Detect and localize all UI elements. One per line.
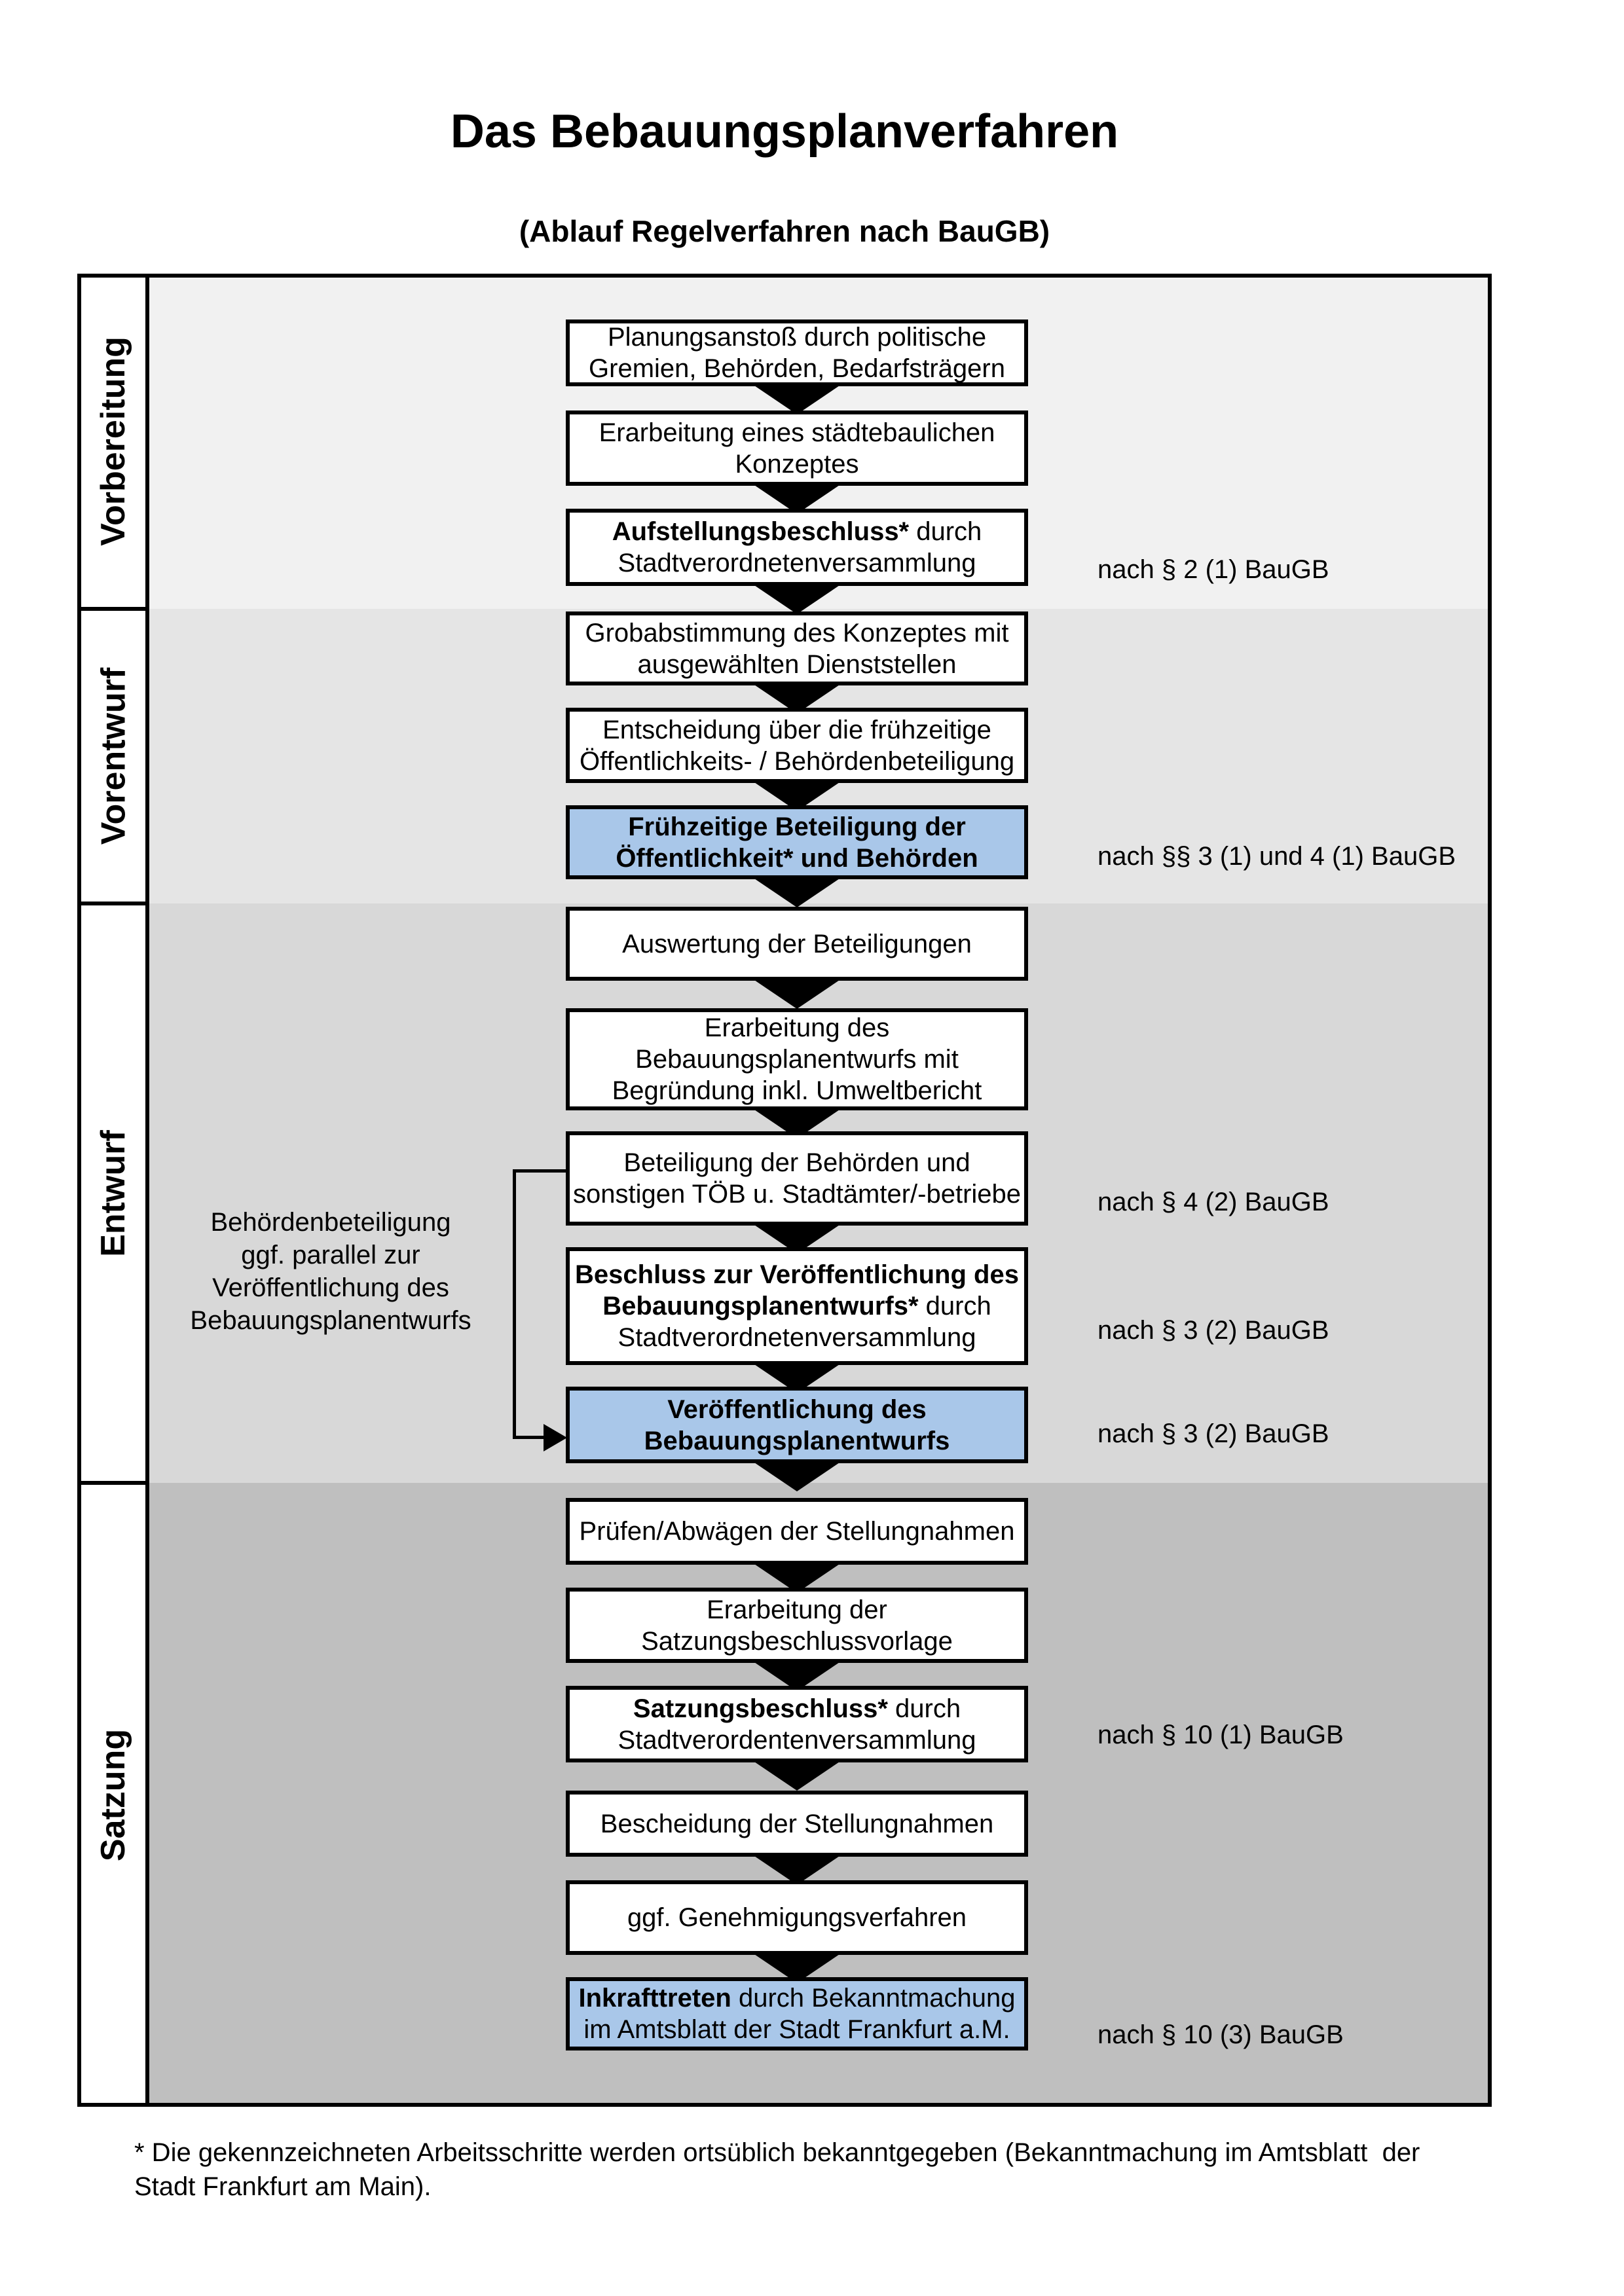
flow-arrow-down-icon	[752, 979, 841, 1009]
parallel-connector-line	[513, 1436, 547, 1439]
flow-box-15: Bescheidung der Stellungnahmen	[566, 1791, 1028, 1857]
flow-arrow-down-icon	[752, 877, 841, 907]
page-title: Das Bebauungsplanverfahren	[450, 105, 1119, 158]
phase-cell-entwurf: Entwurf	[77, 903, 149, 1483]
label-column-divider	[145, 274, 149, 2107]
phase-label-satzung: Satzung	[94, 1728, 132, 1861]
flow-arrow-down-icon	[752, 1855, 841, 1885]
phase-separator-line	[77, 1481, 149, 1485]
flow-box-16: ggf. Genehmigungsverfahren	[566, 1880, 1028, 1955]
phase-cell-satzung: Satzung	[77, 1483, 149, 2107]
parallel-connector-line	[513, 1169, 516, 1439]
parallel-note-line: Veröffentlichung des	[212, 1273, 449, 1302]
parallel-note-line: Bebauungsplanentwurfs	[190, 1306, 471, 1335]
phase-label-vorbereitung: Vorbereitung	[94, 337, 132, 546]
parallel-note-line: ggf. parallel zur	[241, 1241, 420, 1269]
phase-cell-vorentwurf: Vorentwurf	[77, 609, 149, 903]
parallel-note-line: Behördenbeteiligung	[210, 1208, 451, 1237]
flow-arrow-down-icon	[752, 584, 841, 614]
flow-box-12: Prüfen/Abwägen der Stellungnahmen	[566, 1498, 1028, 1565]
phase-cell-vorbereitung: Vorbereitung	[77, 274, 149, 609]
flow-arrow-down-icon	[752, 384, 841, 414]
flow-box-7: Auswertung der Beteiligungen	[566, 907, 1028, 981]
phase-label-vorentwurf: Vorentwurf	[94, 667, 132, 845]
page-subtitle: (Ablauf Regelverfahren nach BauGB)	[519, 214, 1050, 248]
law-reference-6: nach § 10 (1) BauGB	[1098, 1721, 1344, 1749]
phase-separator-line	[77, 902, 149, 905]
law-reference-5: nach § 3 (2) BauGB	[1098, 1419, 1329, 1448]
parallel-connector-line	[513, 1169, 566, 1173]
parallel-procedure-note: Behördenbeteiligung ggf. parallel zur Ve…	[164, 1206, 498, 1337]
flow-arrow-down-icon	[752, 1760, 841, 1791]
law-reference-4: nach § 3 (2) BauGB	[1098, 1316, 1329, 1345]
law-reference-1: nach § 2 (1) BauGB	[1098, 555, 1329, 584]
law-reference-7: nach § 10 (3) BauGB	[1098, 2020, 1344, 2049]
flow-arrow-down-icon	[752, 1461, 841, 1491]
phase-separator-line	[77, 607, 149, 611]
footnote: * Die gekennzeichneten Arbeitsschritte w…	[134, 2138, 1428, 2201]
phase-label-entwurf: Entwurf	[94, 1129, 132, 1257]
law-reference-3: nach § 4 (2) BauGB	[1098, 1188, 1329, 1216]
law-reference-2: nach §§ 3 (1) und 4 (1) BauGB	[1098, 842, 1456, 871]
connector-arrow-right-icon	[544, 1424, 567, 1451]
